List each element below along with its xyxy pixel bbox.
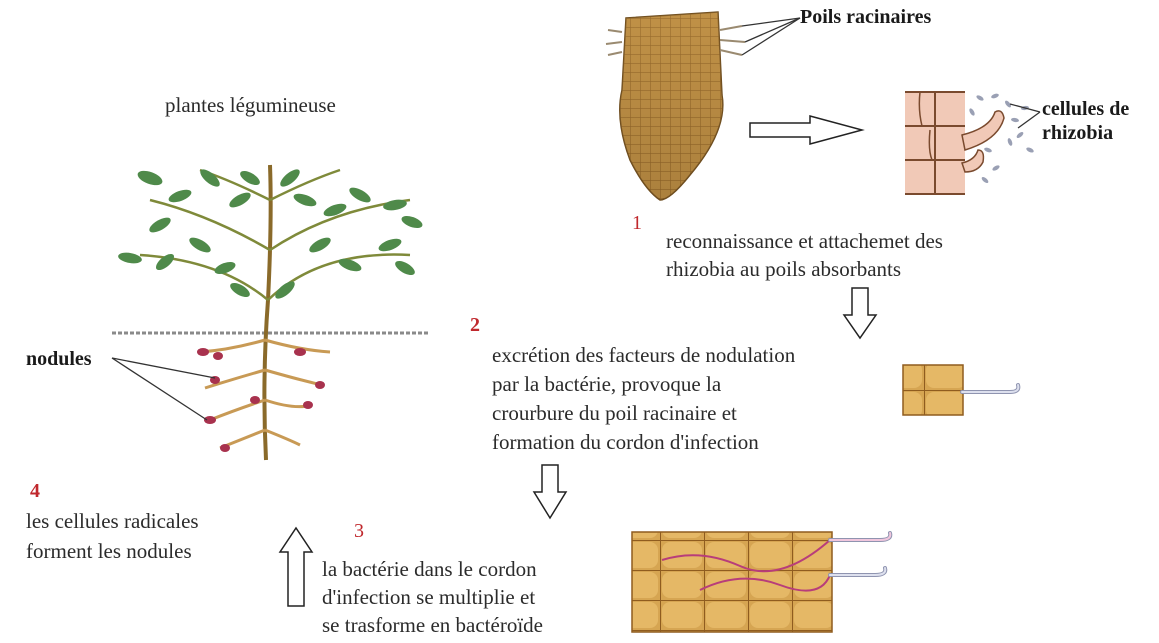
step-1-line-1: reconnaissance et attachemet des — [666, 228, 943, 255]
hollow-arrow-right-icon — [750, 116, 862, 144]
step-3-number: 3 — [354, 520, 364, 543]
step-2-line-1: excrétion des facteurs de nodulation — [492, 342, 795, 369]
step-4-line-1: les cellules radicales — [26, 508, 199, 535]
infection-thread-illustration — [903, 365, 1018, 415]
step-2-line-4: formation du cordon d'infection — [492, 429, 759, 456]
legume-plant-illustration — [112, 165, 430, 460]
bacteroid-tissue-illustration — [632, 532, 890, 632]
hollow-arrow-up-icon — [280, 528, 312, 606]
step-4-number: 4 — [30, 480, 40, 503]
step-3-line-3: se trasforme en bactéroïde — [322, 612, 543, 639]
nodule-pointer-lines — [112, 358, 215, 420]
step-1-line-2: rhizobia au poils absorbants — [666, 256, 901, 283]
step-3-line-1: la bactérie dans le cordon — [322, 556, 537, 583]
step-1-number: 1 — [632, 212, 642, 235]
hollow-arrow-down-icon — [844, 288, 876, 338]
step-2-number: 2 — [470, 314, 480, 337]
plant-title: plantes légumineuse — [165, 92, 336, 119]
rhizobia-illustration — [905, 92, 1034, 194]
hollow-arrow-down-icon — [534, 465, 566, 518]
step-3-line-2: d'infection se multiplie et — [322, 584, 535, 611]
root-tip-illustration — [606, 12, 745, 200]
root-hair-pointer-lines — [742, 18, 800, 55]
step-4-line-2: forment les nodules — [26, 538, 192, 565]
rhizobia-label-line1: cellules de — [1042, 96, 1129, 123]
rhizobia-label-line2: rhizobia — [1042, 120, 1113, 147]
nodules-label: nodules — [26, 346, 92, 373]
step-2-line-3: crourbure du poil racinaire et — [492, 400, 737, 427]
rhizobia-pointer-lines — [1010, 104, 1040, 128]
step-2-line-2: par la bactérie, provoque la — [492, 371, 721, 398]
root-hairs-label: Poils racinaires — [800, 4, 931, 31]
